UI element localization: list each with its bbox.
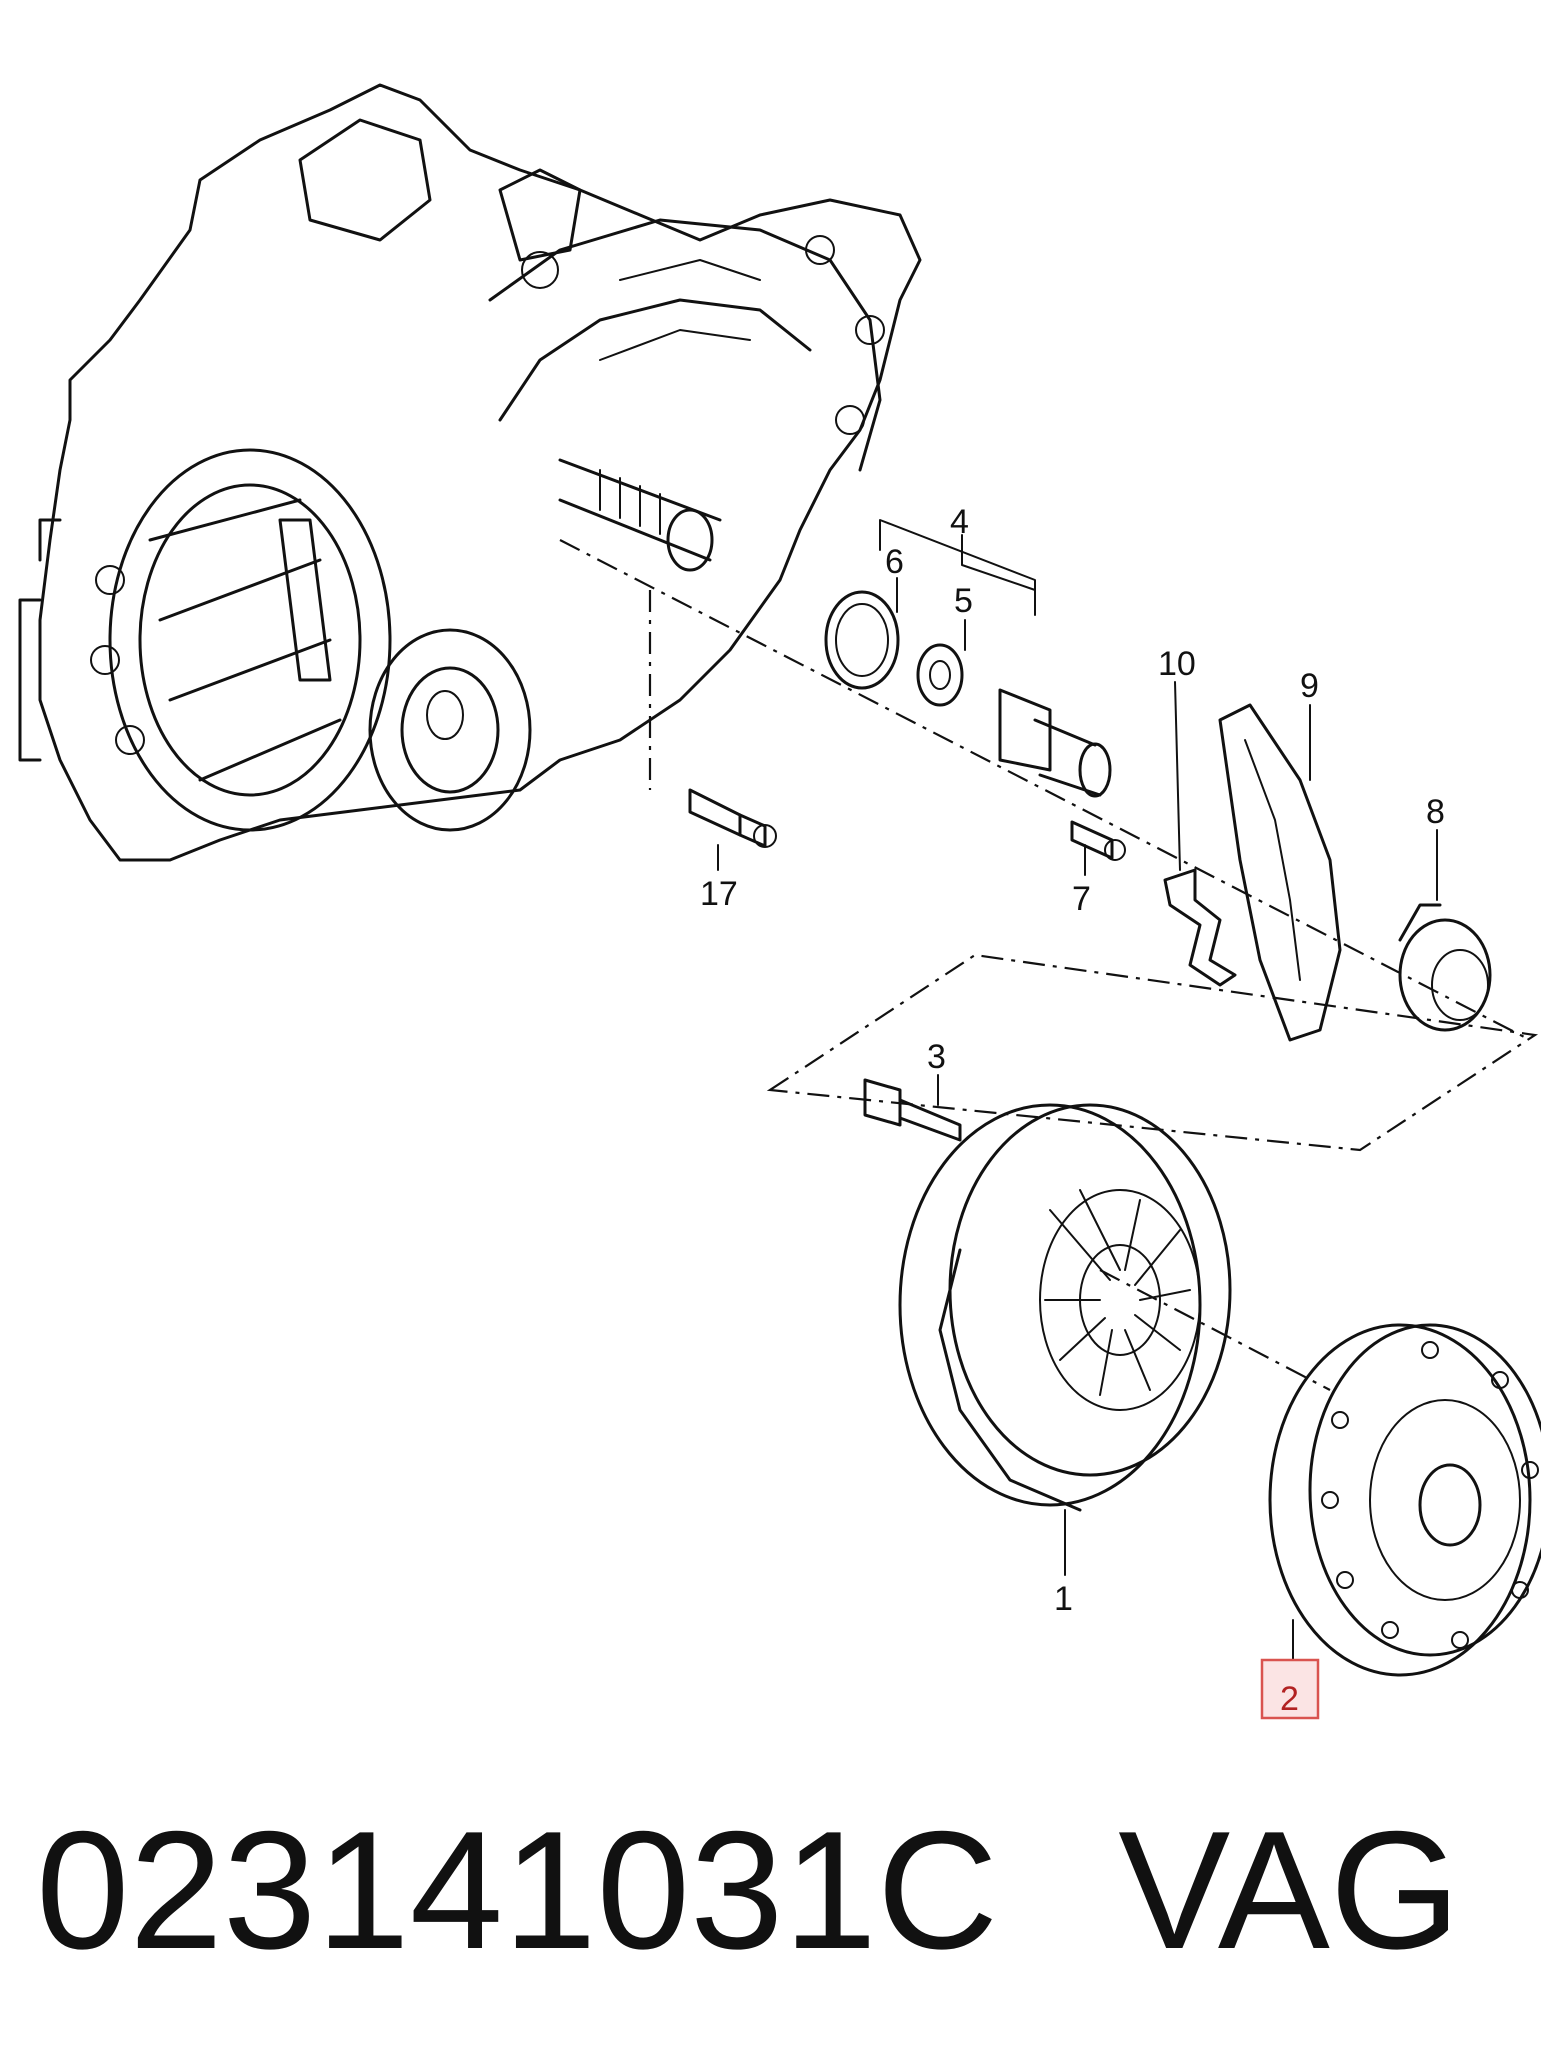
callout-5: 5: [954, 582, 973, 620]
part-6-seal-ring: [824, 590, 900, 690]
callout-10: 10: [1158, 645, 1196, 683]
callout-6: 6: [885, 543, 904, 581]
highlight-box: [1260, 1658, 1320, 1720]
callout-4: 4: [950, 503, 969, 541]
callout-1: 1: [1054, 1580, 1073, 1618]
exploded-parts-diagram: 4 6 5 10 9 8 17 7 3 1 2: [18, 83, 1541, 1720]
part-2-clutch-disc: [1268, 1323, 1541, 1677]
callout-7: 7: [1072, 880, 1091, 918]
brand-name: VAG: [1118, 1796, 1461, 1984]
part-9-release-lever: [1218, 703, 1342, 1042]
part-4-guide-sleeve: [879, 519, 1112, 798]
part-10-retaining-clip: [1163, 868, 1237, 987]
part-8-release-bearing: [1398, 903, 1492, 1032]
part-17-bolt: [688, 788, 777, 848]
part-3-bolt: [863, 1078, 962, 1142]
part-7-bolt: [1070, 820, 1126, 861]
part-5-oil-seal: [916, 643, 964, 707]
callout-17: 17: [700, 875, 738, 913]
assembly-axis-lines: [559, 539, 1539, 1391]
part-number: 023141031C: [36, 1796, 999, 1984]
part-caption: 023141031C VAG: [36, 1790, 1516, 1990]
callouts: 4 6 5 10 9 8 17 7 3 1 2: [700, 503, 1445, 1720]
callout-3: 3: [927, 1038, 946, 1076]
gearbox-housing: [18, 83, 922, 862]
leader-lines: [717, 534, 1438, 1661]
callout-9: 9: [1300, 667, 1319, 705]
callout-8: 8: [1426, 793, 1445, 831]
callout-2: 2: [1280, 1680, 1299, 1718]
part-1-pressure-plate: [898, 1103, 1232, 1512]
